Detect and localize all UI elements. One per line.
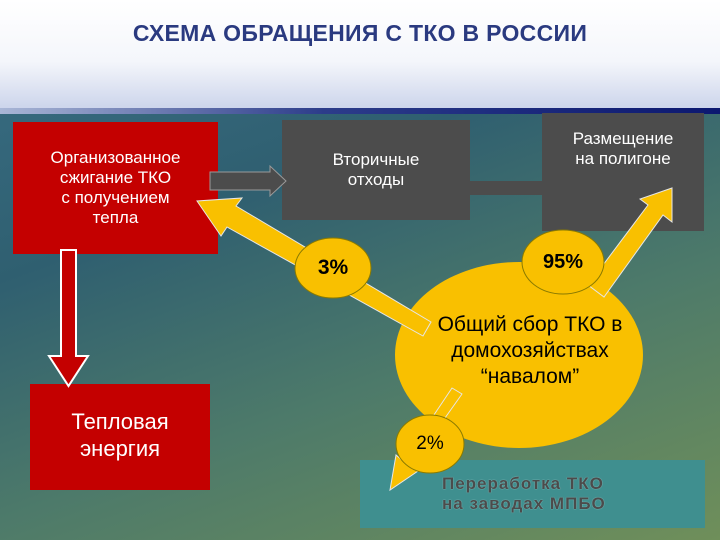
landfill-box: Размещение на полигоне [542, 113, 704, 231]
secondary-waste-label: Вторичные отходы [333, 150, 420, 190]
processing-line: Переработка ТКО [442, 474, 604, 493]
processing-line: на заводах МПБО [442, 494, 606, 513]
incineration-to-secondary-arrow [209, 164, 287, 198]
incineration-box: Организованное сжигание ТКО с получением… [13, 122, 218, 254]
incineration-label: Организованное сжигание ТКО с получением… [51, 148, 181, 228]
secondary-waste-line: Вторичные [332, 150, 420, 169]
collection-line: “навалом” [480, 365, 580, 388]
incineration-line: Организованное [50, 148, 181, 167]
landfill-label: Размещение на полигоне [573, 129, 674, 169]
pct-2-label: 2% [416, 433, 444, 454]
heat-energy-line: энергия [79, 436, 161, 461]
secondary-waste-line: отходы [347, 170, 405, 189]
pct-3-label: 3% [317, 256, 349, 279]
incineration-line: тепла [92, 208, 139, 227]
landfill-line: Размещение [572, 129, 674, 148]
header-accent-strip [0, 108, 720, 114]
collection-line: Общий сбор ТКО в [437, 313, 623, 336]
page-title: СХЕМА ОБРАЩЕНИЯ С ТКО В РОССИИ [132, 20, 588, 46]
heat-energy-label: Тепловая энергия [71, 408, 168, 462]
incineration-line: сжигание ТКО [59, 168, 172, 187]
collection-label: Общий сбор ТКО в домохозяйствах “навалом… [412, 312, 648, 390]
pct-95-circle [521, 229, 605, 295]
header-band [0, 0, 720, 112]
collection-to-landfill-arrow [587, 187, 673, 298]
incineration-line: с получением [61, 188, 170, 207]
incineration-to-heat-arrow [47, 249, 90, 388]
heat-energy-line: Тепловая [71, 409, 169, 434]
secondary-waste-box: Вторичные отходы [282, 120, 470, 220]
pct-2-circle [395, 414, 465, 474]
collection-line: домохозяйствах [451, 339, 609, 362]
processing-label: Переработка ТКО на заводах МПБО [442, 474, 606, 514]
heat-energy-box: Тепловая энергия [30, 384, 210, 490]
secondary-to-landfill-bar [470, 181, 544, 195]
pct-3-circle [294, 237, 372, 299]
landfill-line: на полигоне [575, 149, 671, 168]
pct-95-label: 95% [542, 250, 584, 273]
